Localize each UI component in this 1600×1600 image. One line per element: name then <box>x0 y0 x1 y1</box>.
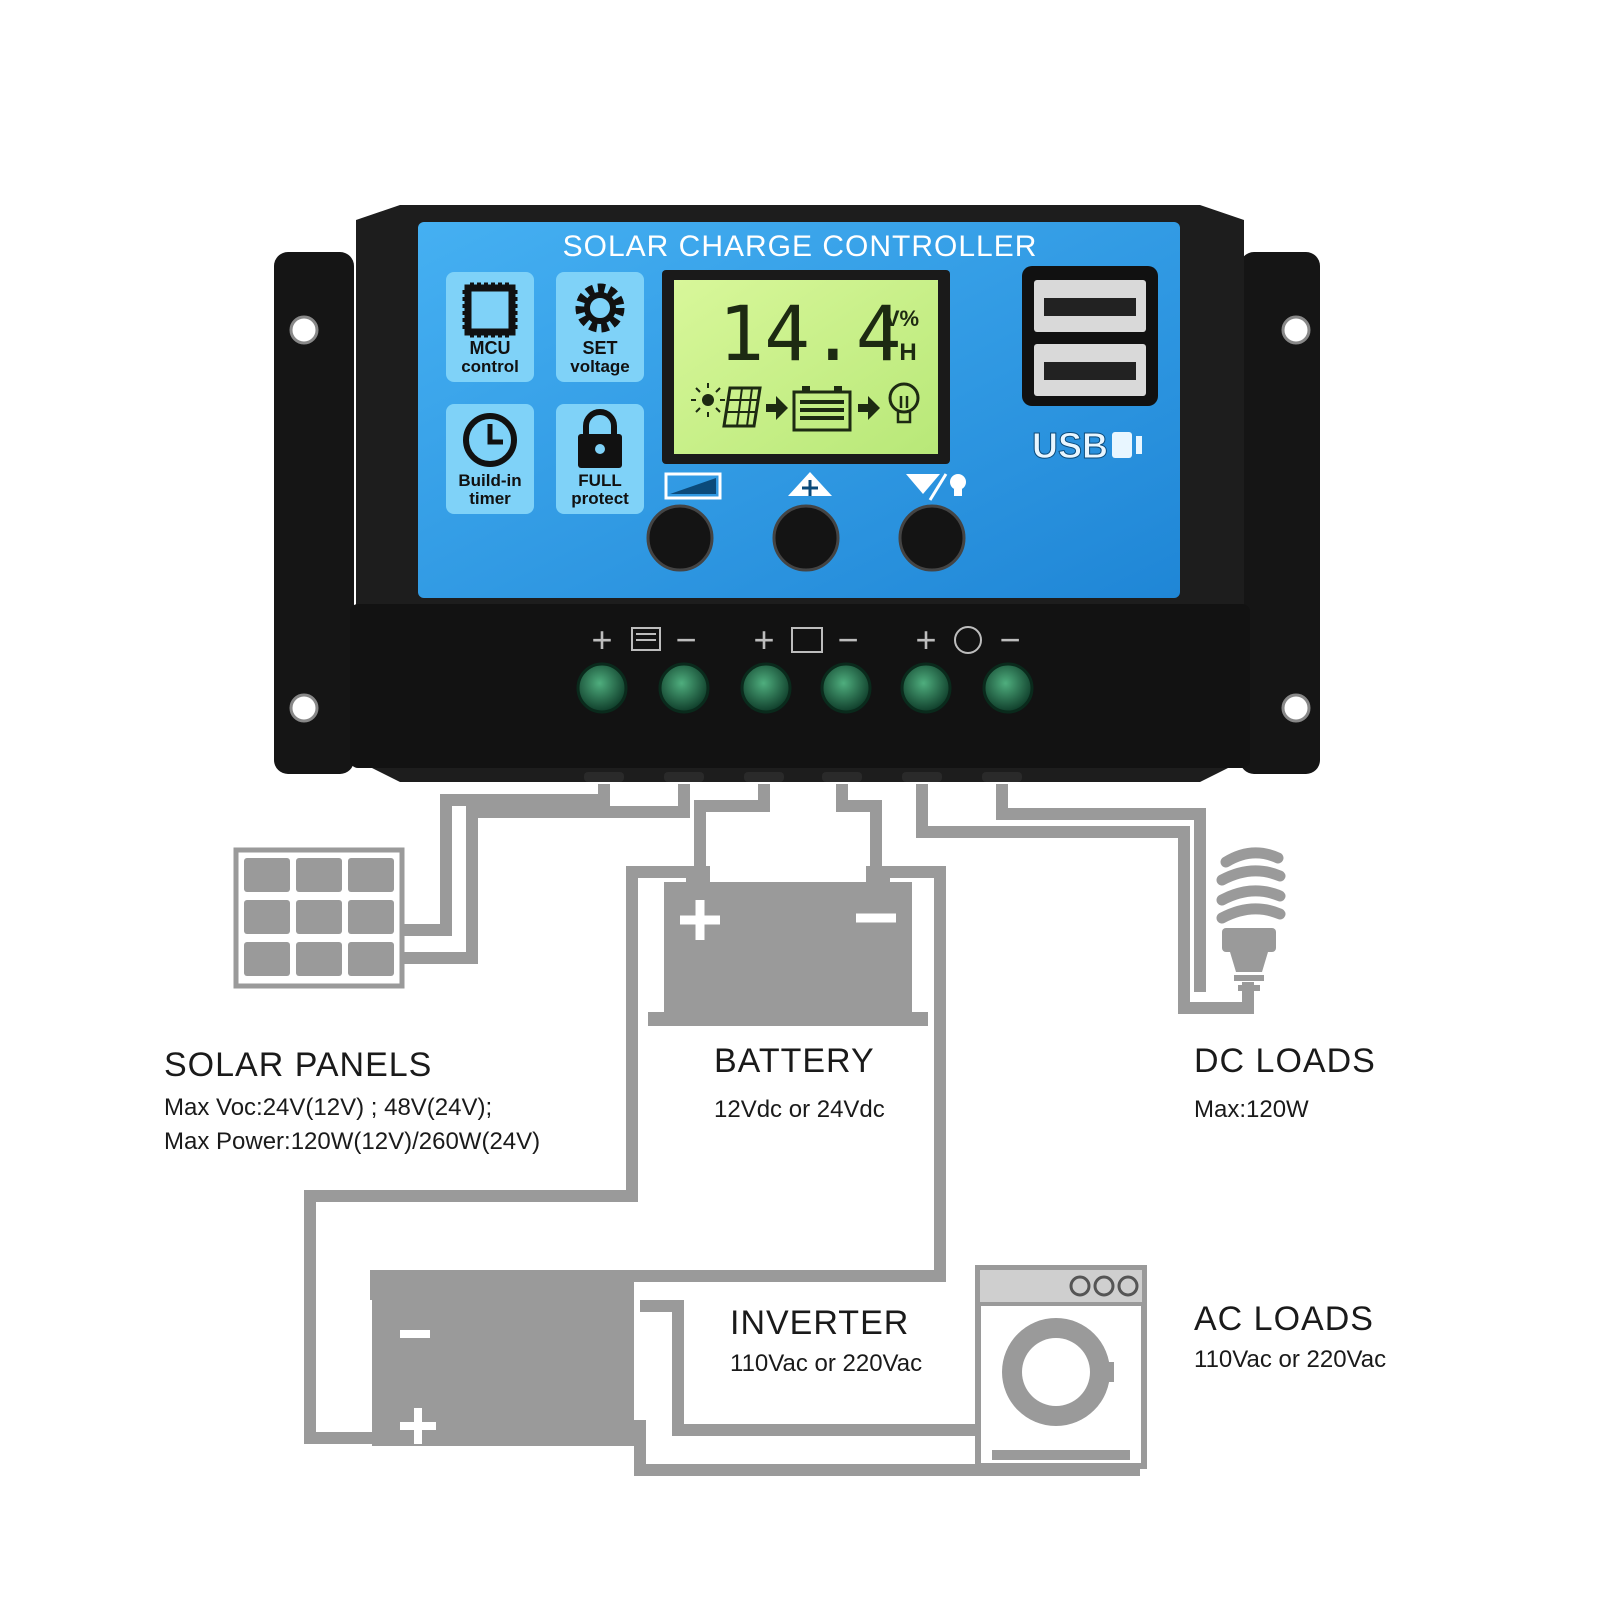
up-arrow-icon <box>788 472 832 496</box>
lcd-sun-icon <box>691 383 725 417</box>
battery-menu-button[interactable] <box>646 504 714 572</box>
solar-panel-graphic <box>233 847 405 989</box>
mount-hole <box>289 315 319 345</box>
feature-label: control <box>461 357 519 376</box>
plus-sign: + <box>591 619 612 660</box>
inverter-graphic <box>372 1278 634 1446</box>
feature-tile-timer: Build-in timer <box>446 404 534 514</box>
solar-panels-caption: SOLAR PANELS Max Voc:24V(12V) ; 48V(24V)… <box>164 1046 540 1159</box>
usb-ports[interactable] <box>1022 266 1158 406</box>
minus-sign: − <box>999 619 1020 660</box>
usb-label: USB <box>1032 425 1108 466</box>
terminal-screw[interactable] <box>740 662 792 714</box>
load-wire <box>916 784 1254 1014</box>
wire-openings <box>584 772 1022 782</box>
battery-spec: 12Vdc or 24Vdc <box>714 1096 885 1123</box>
inverter-spec: 110Vac or 220Vac <box>730 1350 923 1377</box>
load-wire <box>996 784 1206 992</box>
lcd-reading: 14.4 <box>718 289 901 378</box>
plus-sign: + <box>753 619 774 660</box>
dc-loads-spec: Max:120W <box>1194 1096 1309 1123</box>
lcd-arrow-icon <box>766 396 788 420</box>
feature-label: timer <box>469 489 511 508</box>
battery-menu-icon <box>664 472 722 500</box>
lcd-display: 14.4 V% H <box>662 270 950 464</box>
ac-loads-title: AC LOADS <box>1194 1300 1374 1338</box>
right-mount-ear <box>1240 252 1320 774</box>
solar-panels-title: SOLAR PANELS <box>164 1046 433 1084</box>
terminal-screw[interactable] <box>576 662 628 714</box>
controller-title: SOLAR CHARGE CONTROLLER <box>563 230 1038 263</box>
up-button[interactable] <box>772 504 840 572</box>
ac-loads-caption: AC LOADS 110Vac or 220Vac <box>1194 1300 1386 1377</box>
inverter-wire <box>370 866 946 1300</box>
lcd-unit-bottom: H <box>899 339 916 366</box>
feature-tile-mcu: MCU control <box>446 272 534 382</box>
terminal-screws <box>576 662 1034 714</box>
feature-label: FULL <box>578 471 621 490</box>
bulb-icon <box>1216 847 1286 991</box>
inverter-wire <box>304 866 690 1444</box>
battery-terminal-icon <box>791 627 823 653</box>
down-light-icon <box>906 473 966 501</box>
feature-tile-protect: FULL protect <box>556 404 644 514</box>
lcd-bulb-icon <box>888 382 920 424</box>
lcd-panel-icon <box>722 386 762 428</box>
terminal-block <box>350 604 1250 768</box>
minus-sign: − <box>837 619 858 660</box>
terminal-screw[interactable] <box>982 662 1034 714</box>
gear-icon <box>575 283 625 333</box>
feature-label: voltage <box>570 357 630 376</box>
ac-wire <box>640 1300 980 1436</box>
lcd-battery-icon <box>792 386 852 432</box>
plus-sign: + <box>915 619 936 660</box>
mount-hole <box>1281 693 1311 723</box>
washing-machine-icon <box>975 1265 1147 1469</box>
solar-panel-terminal-icon <box>631 627 661 651</box>
battery-wire <box>836 784 882 878</box>
lcd-arrow-icon <box>858 396 880 420</box>
solar-wire <box>402 784 690 964</box>
chip-icon <box>462 282 518 338</box>
feature-label: MCU <box>470 338 511 358</box>
feature-label: SET <box>582 338 617 358</box>
battery-wire <box>694 784 770 878</box>
terminal-screw[interactable] <box>658 662 710 714</box>
solar-panels-spec: Max Power:120W(12V)/260W(24V) <box>164 1128 541 1155</box>
terminal-markings: + − + − + − <box>591 619 1020 660</box>
inverter-title: INVERTER <box>730 1304 910 1342</box>
lock-icon <box>578 409 622 468</box>
battery-graphic <box>648 866 928 1026</box>
ac-wire <box>634 1420 1140 1476</box>
inverter-caption: INVERTER 110Vac or 220Vac <box>730 1304 922 1381</box>
dc-loads-caption: DC LOADS Max:120W <box>1194 1042 1376 1127</box>
mount-hole <box>1281 315 1311 345</box>
solar-wire <box>402 784 610 936</box>
dc-loads-title: DC LOADS <box>1194 1042 1376 1080</box>
mount-hole <box>289 693 319 723</box>
usb-icon <box>1112 432 1142 458</box>
left-mount-ear <box>274 252 354 774</box>
feature-label: Build-in <box>458 471 521 490</box>
minus-sign: − <box>675 619 696 660</box>
wires <box>304 784 1254 1476</box>
clock-icon <box>463 413 517 467</box>
battery-caption: BATTERY 12Vdc or 24Vdc <box>714 1042 885 1127</box>
feature-label: protect <box>571 489 629 508</box>
feature-tile-set: SET voltage <box>556 272 644 382</box>
terminal-screw[interactable] <box>900 662 952 714</box>
charge-controller: SOLAR CHARGE CONTROLLER MCU control SET … <box>274 205 1320 782</box>
lcd-unit-top: V% <box>885 306 919 331</box>
ac-loads-spec: 110Vac or 220Vac <box>1194 1346 1387 1373</box>
battery-title: BATTERY <box>714 1042 875 1080</box>
down-light-button[interactable] <box>898 504 966 572</box>
load-terminal-icon <box>954 626 982 654</box>
terminal-screw[interactable] <box>820 662 872 714</box>
solar-panels-spec: Max Voc:24V(12V) ; 48V(24V); <box>164 1094 493 1121</box>
